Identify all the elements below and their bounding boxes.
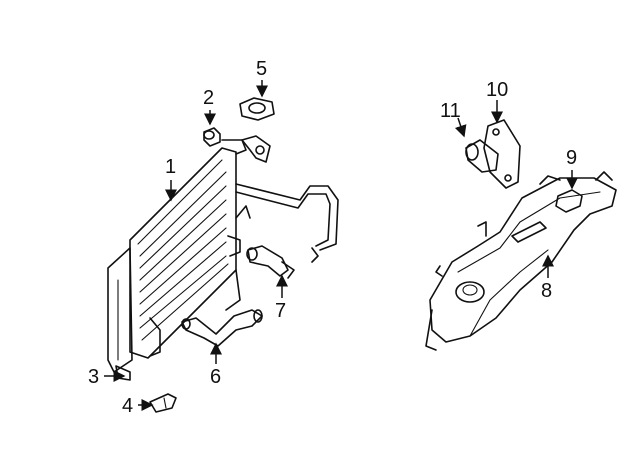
callout-4: 4 [122,395,134,417]
callout-8: 8 [541,280,553,302]
callout-10: 10 [486,79,509,101]
cap-part [203,127,221,147]
callout-9: 9 [566,147,578,169]
callout-3: 3 [88,366,100,388]
radiator-part [107,139,339,381]
callout-5: 5 [256,58,268,80]
callout-6: 6 [210,366,222,388]
callout-11: 11 [440,100,461,122]
reservoir-part [425,171,617,351]
drain-plug-part [149,393,177,413]
outlet-part [465,119,521,189]
callout-7: 7 [275,300,287,322]
sensor-part [555,189,583,213]
filler-neck-part [239,97,275,163]
leader-lines [104,80,578,411]
lower-hose-part [181,309,263,347]
callout-2: 2 [203,87,215,109]
callout-1: 1 [165,156,177,178]
small-hose-part [246,245,295,279]
